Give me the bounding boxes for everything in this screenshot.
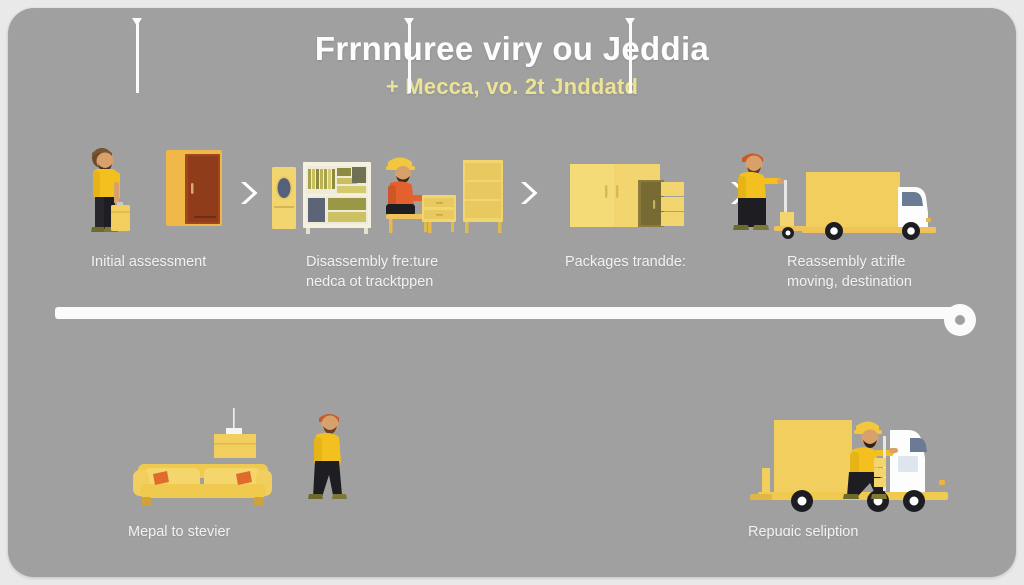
walking-person-icon xyxy=(308,414,347,499)
bottom-row: Mepal to stevier Repuɑic seliption xyxy=(8,406,1016,566)
wrapped-furniture-icon xyxy=(570,164,660,227)
mirror-cabinet-icon xyxy=(272,167,296,229)
step-2-label: Disassembly fre:ture nedca ot tracktppen xyxy=(306,252,526,292)
box-truck-icon xyxy=(802,172,936,240)
step-4-label-line1: Reassembly at:ifle xyxy=(787,254,906,270)
sofa-icon xyxy=(133,464,272,506)
step-2-illustration xyxy=(270,140,510,244)
step-3-illustration xyxy=(564,140,724,244)
worker-with-box-icon xyxy=(91,148,130,232)
step-4-illustration xyxy=(730,140,950,244)
timeline-bar xyxy=(55,307,960,319)
chevron-right-icon-1 xyxy=(236,178,258,208)
bottom-2-label: Repuɑic seliption xyxy=(748,524,859,540)
packed-boxes-icon xyxy=(638,180,684,227)
pendant-lamp-icon xyxy=(214,408,256,458)
step-4-label: Reassembly at:ifle moving, destination xyxy=(787,252,1002,292)
infographic-poster: Frrnnuree viry ou Jeddia + Mecca, vo. 2t… xyxy=(8,8,1016,577)
step-1-illustration xyxy=(70,140,220,244)
step-2-label-line1: Disassembly fre:ture xyxy=(306,254,439,270)
step-3-label: Packages trandde: xyxy=(565,254,686,270)
tall-drawers-icon xyxy=(463,160,503,233)
page-subtitle: + Mecca, vo. 2t Jnddatd xyxy=(385,74,639,99)
bookshelf-icon xyxy=(303,162,371,234)
timeline-tick-1 xyxy=(136,19,139,93)
page-title: Frrnnuree viry ou Jeddia xyxy=(314,30,710,67)
timeline-endpoint-dot xyxy=(944,304,976,336)
wardrobe-icon xyxy=(166,150,222,226)
drawer-unit-icon xyxy=(422,195,456,232)
crate-icon xyxy=(774,420,852,492)
bottom-2-illustration xyxy=(748,406,968,516)
timeline-tick-2 xyxy=(408,19,411,93)
bottom-1-label: Mepal to stevier xyxy=(128,524,231,540)
timeline-tick-3 xyxy=(629,19,632,93)
mover-with-handtruck-icon xyxy=(733,153,808,239)
bottom-1-illustration xyxy=(130,406,380,516)
step-1-label: Initial assessment xyxy=(91,254,207,270)
wardrobe-illustration xyxy=(158,140,258,244)
step-4-label-line2: moving, destination xyxy=(787,274,912,290)
step-2-label-line2: nedca ot tracktppen xyxy=(306,274,434,290)
chevron-right-icon-3 xyxy=(516,178,538,208)
worker-loading-icon xyxy=(843,421,898,499)
process-steps-row: Initial assessment Disassembly fre:ture … xyxy=(8,140,1016,300)
